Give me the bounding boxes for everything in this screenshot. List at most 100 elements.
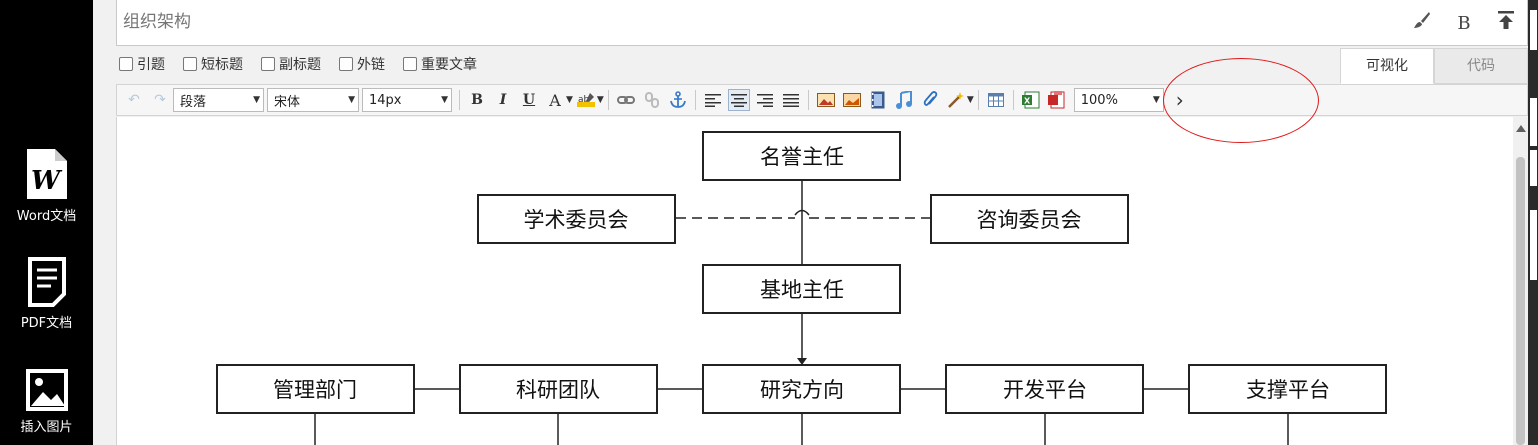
bold-button[interactable]: B [471, 92, 483, 108]
toolbar-divider [694, 90, 696, 110]
option-lead-title[interactable]: 引题 [119, 54, 165, 74]
paragraph-select[interactable]: 段落▼ [173, 88, 264, 112]
editor-content[interactable]: 名誉主任 学术委员会 咨询委员会 基地主任 管理部门 科研团队 [116, 117, 1513, 445]
arrowhead [797, 358, 807, 365]
org-node-advisory-committee: 咨询委员会 [930, 194, 1129, 244]
align-left-icon[interactable] [702, 89, 724, 111]
word-document-icon: W [26, 149, 67, 199]
chevron-down-icon[interactable]: ▼ [596, 95, 604, 105]
pdf-document-icon [27, 257, 66, 307]
insert-video-icon[interactable] [867, 89, 889, 111]
svg-text:支撑平台: 支撑平台 [1246, 378, 1330, 402]
org-node-department: 开发平台 [945, 364, 1144, 414]
scroll-up-arrow-icon[interactable] [1516, 125, 1526, 132]
chevron-down-icon[interactable]: ▼ [566, 95, 573, 105]
svg-text:开发平台: 开发平台 [1003, 378, 1087, 402]
highlight-color-icon[interactable]: ab [575, 89, 597, 111]
article-options: 引题 短标题 副标题 外链 重要文章 [119, 53, 477, 75]
svg-text:科研团队: 科研团队 [516, 378, 600, 402]
unlink-icon[interactable] [641, 89, 663, 111]
import-excel-icon[interactable]: X [1020, 89, 1042, 111]
upload-top-icon[interactable] [1495, 10, 1517, 37]
checkbox[interactable] [403, 57, 417, 71]
scrollbar-thumb[interactable] [1516, 157, 1525, 445]
font-size-select[interactable]: 14px▼ [362, 88, 452, 112]
italic-button[interactable]: I [499, 92, 507, 108]
chevron-down-icon: ▼ [348, 95, 355, 105]
toolbar-divider [977, 90, 979, 110]
font-color-button[interactable]: A [549, 90, 561, 110]
checkbox[interactable] [261, 57, 275, 71]
align-center-icon[interactable] [727, 89, 750, 111]
org-node-department: 研究方向 [702, 364, 901, 414]
edge-tab[interactable] [1530, 10, 1537, 50]
option-important-article[interactable]: 重要文章 [403, 54, 477, 74]
title-input[interactable] [123, 0, 1373, 44]
toolbar-divider [807, 90, 809, 110]
rail-pdf-document[interactable]: PDF文档 [0, 256, 93, 331]
edge-tab[interactable] [1530, 150, 1537, 186]
svg-text:ab: ab [578, 95, 590, 105]
svg-text:学术委员会: 学术委员会 [524, 208, 629, 232]
image-icon [25, 369, 68, 411]
svg-text:管理部门: 管理部门 [273, 378, 357, 402]
underline-button[interactable]: U [522, 92, 536, 108]
rail-insert-image[interactable]: 插入图片 [0, 368, 93, 435]
anchor-icon[interactable] [667, 89, 689, 111]
insert-multi-image-icon[interactable] [841, 89, 863, 111]
title-field[interactable]: B [116, 0, 1528, 46]
attachment-icon[interactable] [919, 89, 941, 111]
redo-icon[interactable]: ↷ [154, 92, 166, 108]
font-family-select[interactable]: 宋体▼ [267, 88, 359, 112]
zoom-select[interactable]: 100%▼ [1073, 88, 1164, 112]
mode-tabs: 可视化 代码 [1340, 48, 1528, 84]
bold-b-icon[interactable]: B [1457, 12, 1471, 34]
chevron-right-icon[interactable]: › [1175, 88, 1184, 112]
svg-text:咨询委员会: 咨询委员会 [977, 208, 1082, 232]
checkbox[interactable] [339, 57, 353, 71]
editor-toolbar: ↶ ↷ 段落▼ 宋体▼ 14px▼ B I U A ▼ ab ▼ [116, 84, 1528, 116]
align-justify-icon[interactable] [780, 89, 802, 111]
svg-text:研究方向: 研究方向 [760, 378, 844, 402]
tab-code[interactable]: 代码 [1434, 48, 1528, 84]
chevron-down-icon[interactable]: ▼ [966, 95, 974, 105]
tab-visual[interactable]: 可视化 [1340, 48, 1434, 84]
chevron-down-icon: ▼ [1152, 95, 1160, 105]
option-external-link[interactable]: 外链 [339, 54, 385, 74]
org-chart: 名誉主任 学术委员会 咨询委员会 基地主任 管理部门 科研团队 [216, 131, 1387, 445]
chevron-down-icon: ▼ [441, 95, 448, 105]
align-right-icon[interactable] [754, 89, 776, 111]
svg-text:X: X [1024, 97, 1031, 106]
undo-icon[interactable]: ↶ [128, 92, 140, 108]
edge-tab[interactable] [1530, 98, 1537, 146]
brush-icon[interactable] [1411, 11, 1433, 36]
rail-word-label: Word文档 [16, 209, 77, 224]
rail-pdf-label: PDF文档 [20, 316, 73, 331]
left-rail: W Word文档 PDF文档 插入图片 [0, 0, 93, 445]
insert-image-icon[interactable] [815, 89, 837, 111]
import-pdf-icon[interactable] [1046, 89, 1068, 111]
insert-music-icon[interactable] [893, 89, 915, 111]
link-icon[interactable] [615, 89, 637, 111]
org-node-top: 名誉主任 [702, 131, 901, 181]
toolbar-divider [459, 90, 460, 110]
option-subtitle[interactable]: 副标题 [261, 54, 321, 74]
rail-word-document[interactable]: W Word文档 [0, 147, 93, 224]
chevron-down-icon: ▼ [253, 95, 260, 105]
title-tools: B [1411, 10, 1517, 37]
toolbar-divider [607, 90, 609, 110]
option-short-title[interactable]: 短标题 [183, 54, 243, 74]
insert-table-icon[interactable] [985, 89, 1007, 111]
hop-arc [794, 209, 810, 216]
toolbar-divider [1012, 90, 1014, 110]
checkbox[interactable] [119, 57, 133, 71]
org-node-academic-committee: 学术委员会 [477, 194, 676, 244]
svg-text:基地主任: 基地主任 [760, 278, 844, 302]
right-edge-panel [1528, 0, 1538, 445]
checkbox[interactable] [183, 57, 197, 71]
org-node-director: 基地主任 [702, 264, 901, 314]
magic-wand-icon[interactable] [945, 89, 967, 111]
org-node-department: 支撑平台 [1188, 364, 1387, 414]
edge-tab[interactable] [1530, 210, 1537, 280]
vertical-scrollbar[interactable] [1513, 117, 1528, 445]
